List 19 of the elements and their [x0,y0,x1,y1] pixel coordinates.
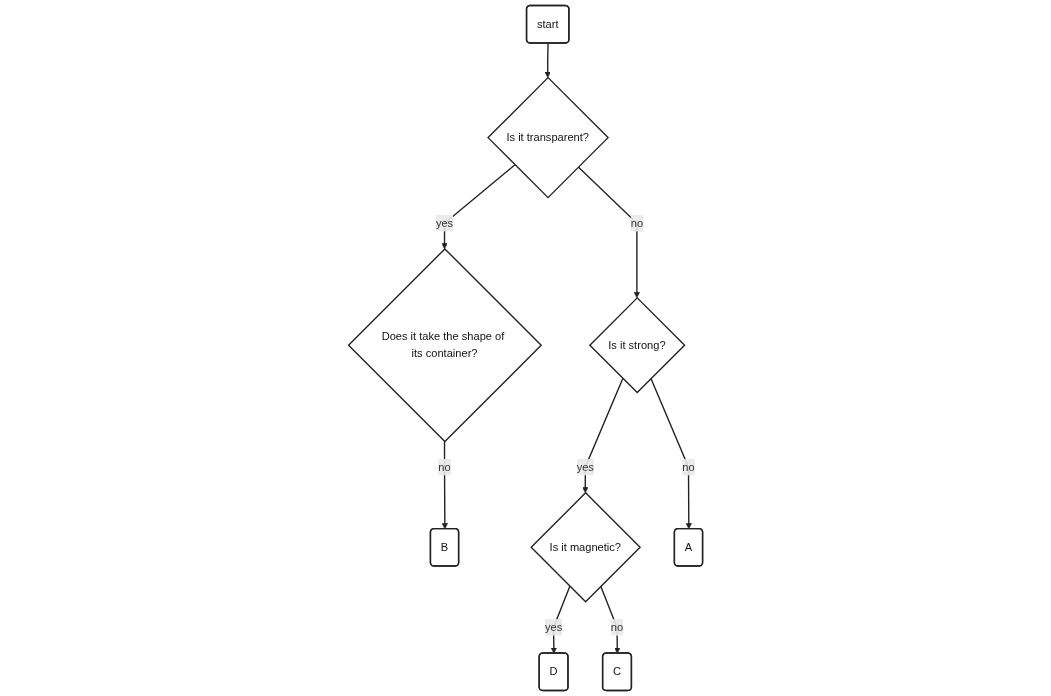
edge-label: no [610,621,624,633]
edge-label: yes [576,460,594,473]
arrow [544,42,551,78]
node-diamond: Is it strong? [588,296,686,394]
arrow [582,377,624,494]
edge-label: yes [544,621,563,633]
node-diamond: Does it take the shape of its container? [347,247,543,443]
arrow [577,166,640,299]
node-diamond: Is it magnetic? [530,491,641,603]
arrow [441,440,448,530]
edge-label: no [630,217,643,229]
edge-label: no [438,460,451,473]
arrow [600,585,621,654]
arrow [441,164,516,250]
arrow [550,585,571,654]
edge-label: yes [435,217,454,229]
node-diamond: Is it transparent? [487,76,609,199]
arrow [650,377,692,530]
edge-label: no [682,460,695,473]
